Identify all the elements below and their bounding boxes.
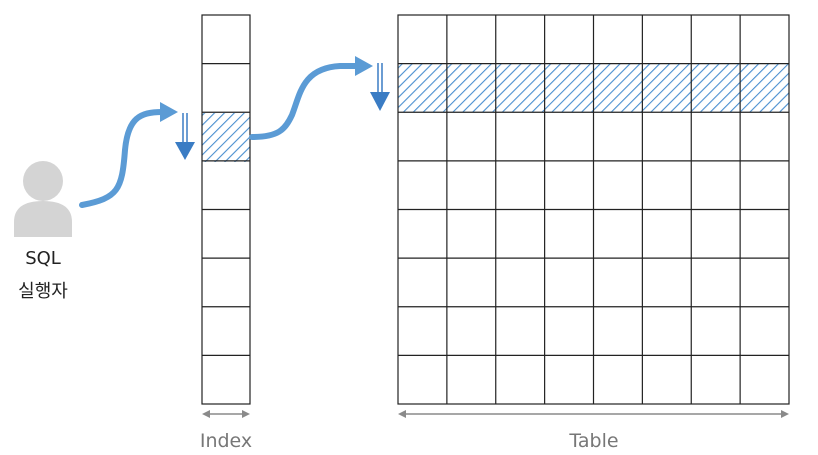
index-label: Index — [200, 430, 252, 452]
down-arrow-icon-index — [175, 113, 195, 160]
arrow-actor-to-index — [79, 102, 178, 208]
table-width-measure — [398, 410, 789, 418]
actor-label-line2: 실행자 — [18, 281, 68, 302]
table-label: Table — [568, 430, 618, 452]
actor-person-icon — [14, 161, 72, 237]
actor-label-line1: SQL — [25, 248, 61, 269]
index-column — [201, 14, 251, 405]
index-highlighted-cell — [202, 113, 250, 162]
index-width-measure — [202, 410, 250, 418]
down-arrow-icon-table — [370, 63, 390, 111]
arrow-index-to-table — [249, 56, 373, 140]
table-grid — [397, 14, 790, 405]
